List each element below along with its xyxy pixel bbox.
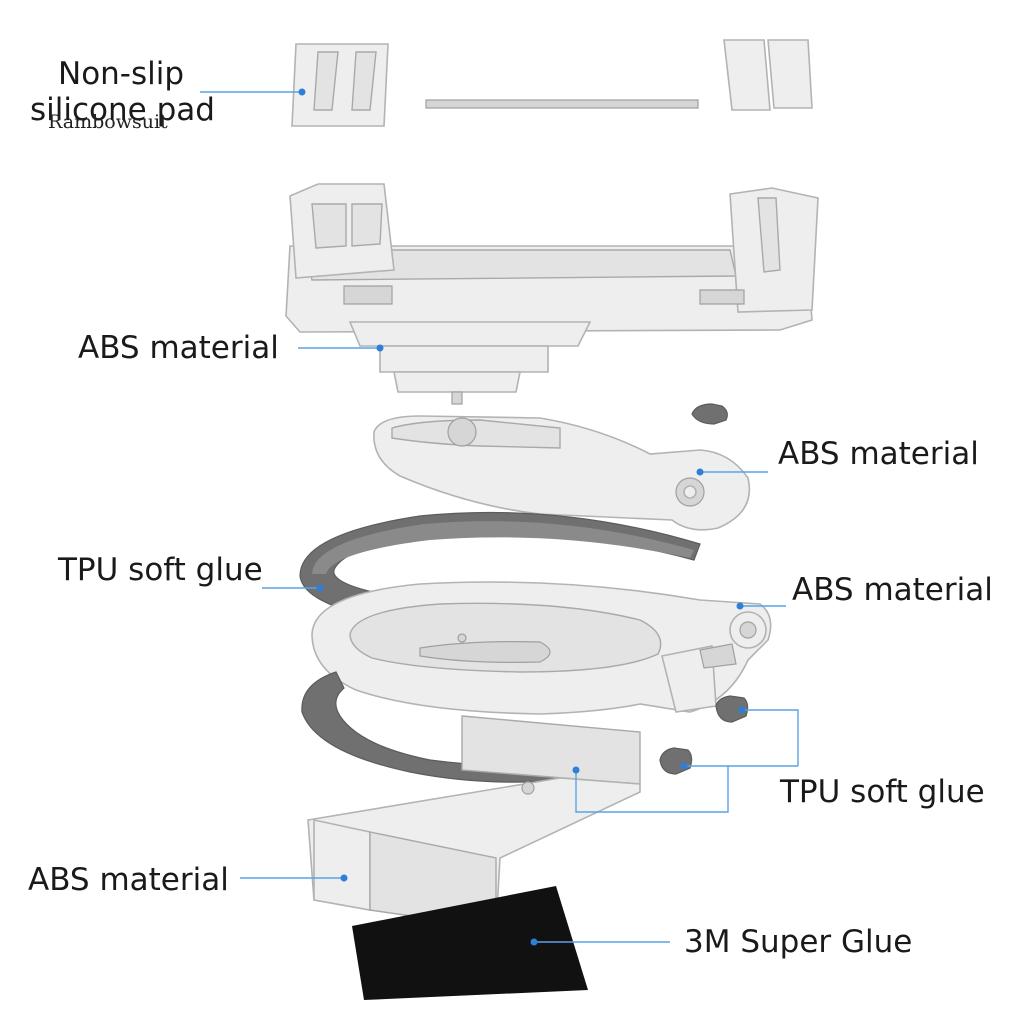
- main-ring: [311, 581, 772, 715]
- silicone-pad-right: [723, 39, 813, 111]
- label-abs-arm: ABS material: [778, 436, 979, 472]
- label-tpu-ring-upper: TPU soft glue: [57, 552, 263, 588]
- adhesive-pad: [352, 886, 588, 1000]
- tpu-foot-lower: [659, 747, 693, 775]
- base-bracket: [307, 715, 641, 929]
- label-abs-base: ABS material: [28, 862, 229, 898]
- label-tpu-feet: TPU soft glue: [779, 774, 985, 810]
- label-abs-ring: ABS material: [792, 572, 993, 608]
- phone-cradle: [285, 183, 819, 405]
- tpu-foot-upper: [715, 695, 749, 723]
- swing-arm: [373, 403, 751, 531]
- watermark: Rambowsuit: [48, 111, 168, 133]
- leader-lines: [200, 88, 799, 946]
- label-silicone-pad-line2: silicone pad: [30, 92, 215, 128]
- label-adhesive: 3M Super Glue: [684, 924, 912, 960]
- label-silicone-pad-line1: Non-slip: [58, 56, 184, 92]
- silicone-strip: [425, 99, 699, 109]
- silicone-pad-left: [291, 43, 389, 127]
- label-abs-cradle: ABS material: [78, 330, 279, 366]
